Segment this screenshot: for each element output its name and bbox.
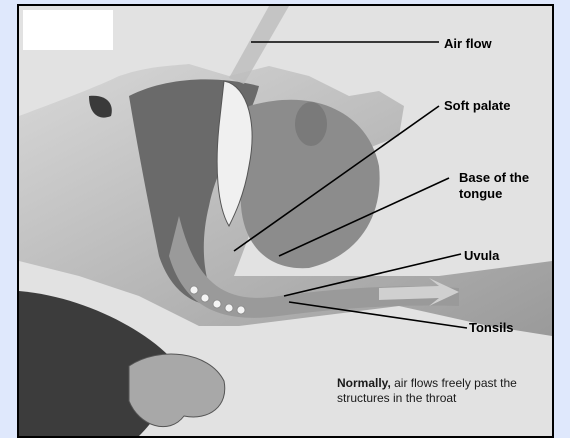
blank-corner: [23, 10, 113, 50]
label-soft-palate: Soft palate: [444, 98, 510, 114]
label-air-flow: Air flow: [444, 36, 492, 52]
label-base-tongue-line1: Base of the: [459, 170, 529, 186]
uvula: [295, 102, 327, 146]
label-tonsils: Tonsils: [469, 320, 514, 336]
label-base-tongue-line2: tongue: [459, 186, 502, 202]
diagram-frame: Air flow Soft palate Base of the tongue …: [17, 4, 554, 438]
label-uvula: Uvula: [464, 248, 499, 264]
throat-anatomy-illustration: [19, 6, 552, 436]
diagram-caption: Normally, air flows freely past the stru…: [337, 376, 547, 406]
caption-bold: Normally,: [337, 376, 391, 390]
